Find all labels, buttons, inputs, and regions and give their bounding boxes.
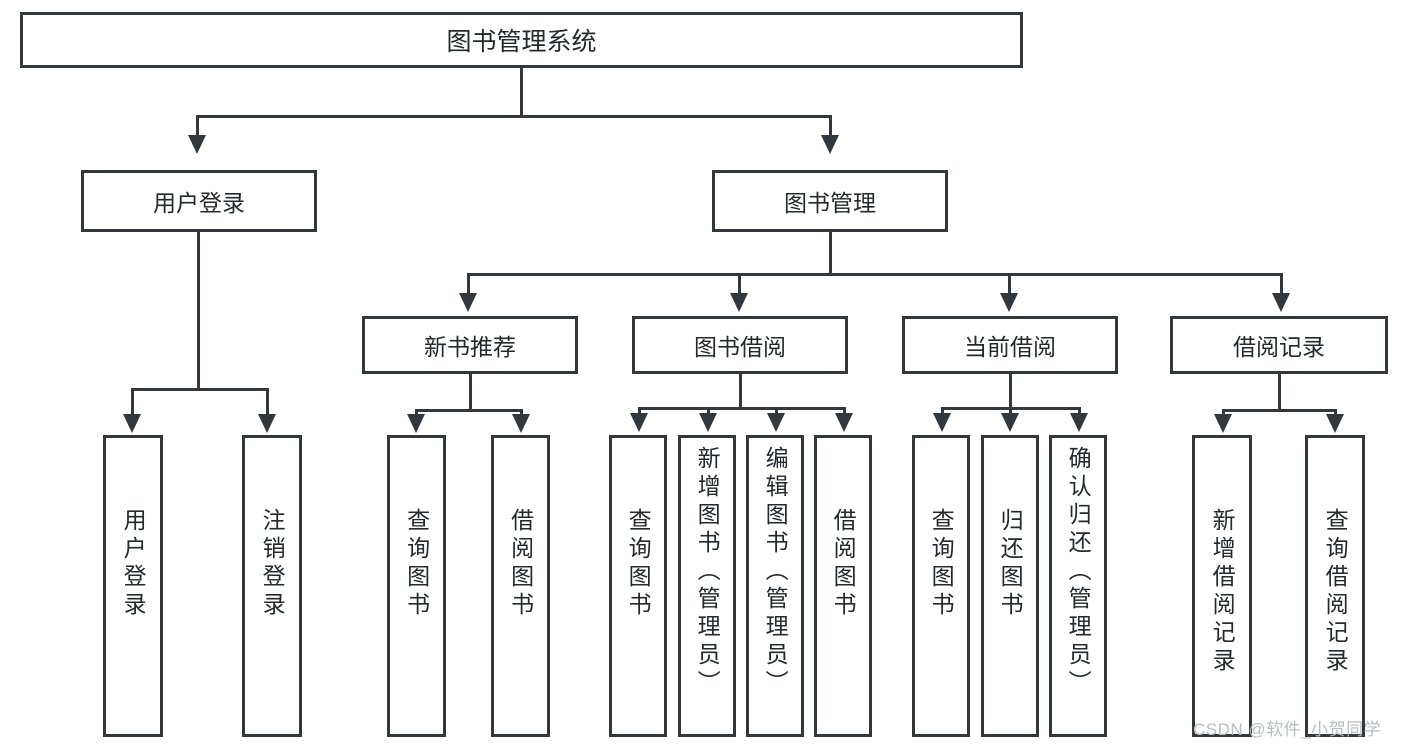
connector-new-book-bus (415, 409, 523, 412)
leaf-label: 查询借阅记录 (1322, 508, 1349, 676)
connector-level2-drop-4 (1280, 273, 1283, 295)
arrow-borrow-record-leaf-2 (1326, 414, 1344, 433)
leaf-borrow-record-add[interactable]: 新增借阅记录 (1192, 435, 1252, 737)
connector-new-book-stem (469, 374, 472, 409)
node-book-management[interactable]: 图书管理 (712, 170, 948, 232)
leaf-label: 借阅图书 (507, 508, 534, 620)
connector-user-login-drop-2 (266, 388, 269, 416)
leaf-label: 注销登录 (259, 508, 286, 620)
node-new-book-recommend[interactable]: 新书推荐 (362, 316, 578, 374)
connector-book-manage-stem (829, 232, 832, 273)
node-label: 当前借阅 (964, 334, 1056, 360)
arrow-new-book-leaf-2 (512, 414, 530, 433)
connector-user-login-drop-1 (131, 388, 134, 416)
leaf-book-borrow-query[interactable]: 查询图书 (609, 435, 667, 737)
leaf-new-book-query[interactable]: 查询图书 (387, 435, 446, 737)
connector-book-borrow-drop-2 (707, 407, 710, 416)
connector-root-stem (520, 68, 523, 115)
arrow-root-to-user-login (188, 135, 206, 154)
connector-level2-drop-1 (467, 273, 470, 295)
arrow-user-login-leaf-1 (123, 414, 141, 433)
connector-borrow-record-bus (1222, 409, 1337, 412)
node-label: 图书管理系统 (446, 28, 597, 56)
connector-current-borrow-stem (1009, 374, 1012, 407)
leaf-label: 用户登录 (120, 508, 147, 620)
arrow-current-borrow-leaf-1 (933, 413, 951, 432)
arrow-book-borrow-leaf-4 (835, 413, 853, 432)
arrow-level2-new-book (459, 293, 477, 312)
arrow-root-to-book-manage (821, 135, 839, 154)
leaf-current-borrow-return[interactable]: 归还图书 (981, 435, 1039, 737)
node-label: 借阅记录 (1233, 334, 1325, 360)
connector-borrow-record-stem (1278, 374, 1281, 409)
node-label: 新书推荐 (424, 334, 516, 360)
leaf-label: 确认归还（管理员） (1065, 446, 1092, 698)
connector-level2-drop-3 (1008, 273, 1011, 295)
leaf-label: 查询图书 (403, 508, 430, 620)
connector-root-bus (196, 115, 832, 118)
connector-current-borrow-drop-2 (1009, 407, 1012, 416)
leaf-current-borrow-query[interactable]: 查询图书 (912, 435, 970, 737)
node-label: 图书管理 (784, 190, 876, 216)
connector-book-borrow-stem (739, 374, 742, 407)
connector-level2-drop-2 (738, 273, 741, 295)
leaf-user-login-signin[interactable]: 用户登录 (103, 435, 163, 737)
node-current-borrow[interactable]: 当前借阅 (902, 316, 1118, 374)
arrow-new-book-leaf-1 (407, 414, 425, 433)
leaf-book-borrow-borrow[interactable]: 借阅图书 (814, 435, 872, 737)
leaf-label: 查询图书 (928, 508, 955, 620)
connector-book-borrow-drop-1 (638, 407, 641, 416)
connector-root-to-book-manage (829, 115, 832, 137)
connector-user-login-bus (131, 388, 266, 391)
arrow-book-borrow-leaf-2 (699, 413, 717, 432)
leaf-book-borrow-edit[interactable]: 编辑图书（管理员） (746, 435, 804, 737)
leaf-label: 借阅图书 (830, 508, 857, 620)
leaf-label: 归还图书 (997, 508, 1024, 620)
connector-root-to-user-login (196, 115, 199, 137)
node-root-system[interactable]: 图书管理系统 (20, 12, 1023, 68)
connector-book-borrow-drop-3 (775, 407, 778, 416)
leaf-current-borrow-confirm[interactable]: 确认归还（管理员） (1049, 435, 1107, 737)
connector-level2-bus (467, 273, 1283, 276)
arrow-level2-book-borrow (730, 293, 748, 312)
node-user-login[interactable]: 用户登录 (81, 170, 317, 232)
csdn-watermark: CSDN @软件_小贺同学 (1193, 720, 1382, 739)
connector-current-borrow-drop-1 (941, 407, 944, 416)
arrow-level2-borrow-record (1272, 293, 1290, 312)
arrow-book-borrow-leaf-1 (630, 413, 648, 432)
leaf-label: 查询图书 (625, 508, 652, 620)
arrow-current-borrow-leaf-3 (1070, 413, 1088, 432)
connector-book-borrow-bus (638, 407, 846, 410)
leaf-user-login-signout[interactable]: 注销登录 (242, 435, 302, 737)
arrow-book-borrow-leaf-3 (767, 413, 785, 432)
leaf-label: 新增借阅记录 (1209, 508, 1236, 676)
node-book-borrow[interactable]: 图书借阅 (632, 316, 848, 374)
node-label: 用户登录 (153, 190, 245, 216)
arrow-current-borrow-leaf-2 (1001, 413, 1019, 432)
leaf-new-book-borrow[interactable]: 借阅图书 (491, 435, 550, 737)
leaf-label: 编辑图书（管理员） (762, 446, 789, 698)
arrow-level2-current-borrow (1000, 293, 1018, 312)
arrow-borrow-record-leaf-1 (1214, 414, 1232, 433)
connector-current-borrow-drop-3 (1078, 407, 1081, 416)
leaf-book-borrow-add[interactable]: 新增图书（管理员） (678, 435, 736, 737)
arrow-user-login-leaf-2 (258, 414, 276, 433)
leaf-borrow-record-query[interactable]: 查询借阅记录 (1305, 435, 1365, 737)
connector-user-login-stem (197, 232, 200, 388)
node-label: 图书借阅 (694, 334, 786, 360)
node-borrow-record[interactable]: 借阅记录 (1170, 316, 1388, 374)
leaf-label: 新增图书（管理员） (694, 446, 721, 698)
connector-book-borrow-drop-4 (843, 407, 846, 416)
